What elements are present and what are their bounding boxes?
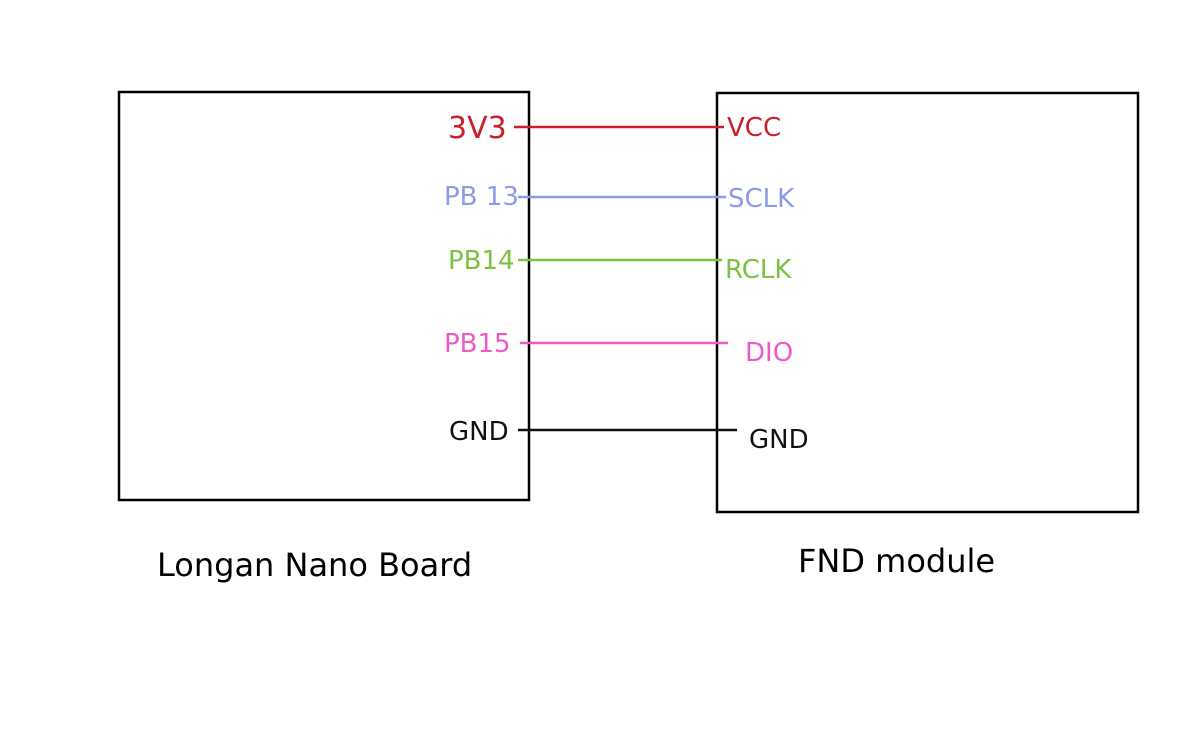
left-pin-pb13: PB 13	[444, 182, 519, 212]
fnd-module-label: FND module	[798, 542, 995, 580]
right-pin-gnd: GND	[749, 425, 809, 455]
right-pin-dio: DIO	[745, 338, 793, 368]
fnd-module-box	[715, 91, 1140, 514]
left-pin-pb15: PB15	[444, 329, 511, 359]
right-pin-rclk: RCLK	[725, 255, 792, 285]
longan-nano-board-label: Longan Nano Board	[157, 546, 472, 584]
left-pin-pb14: PB14	[448, 246, 515, 276]
left-pin-gnd: GND	[449, 417, 509, 447]
left-pin-3v3: 3V3	[448, 111, 507, 146]
right-pin-vcc: VCC	[727, 113, 781, 143]
longan-nano-board-box	[117, 90, 531, 502]
right-pin-sclk: SCLK	[728, 184, 795, 214]
